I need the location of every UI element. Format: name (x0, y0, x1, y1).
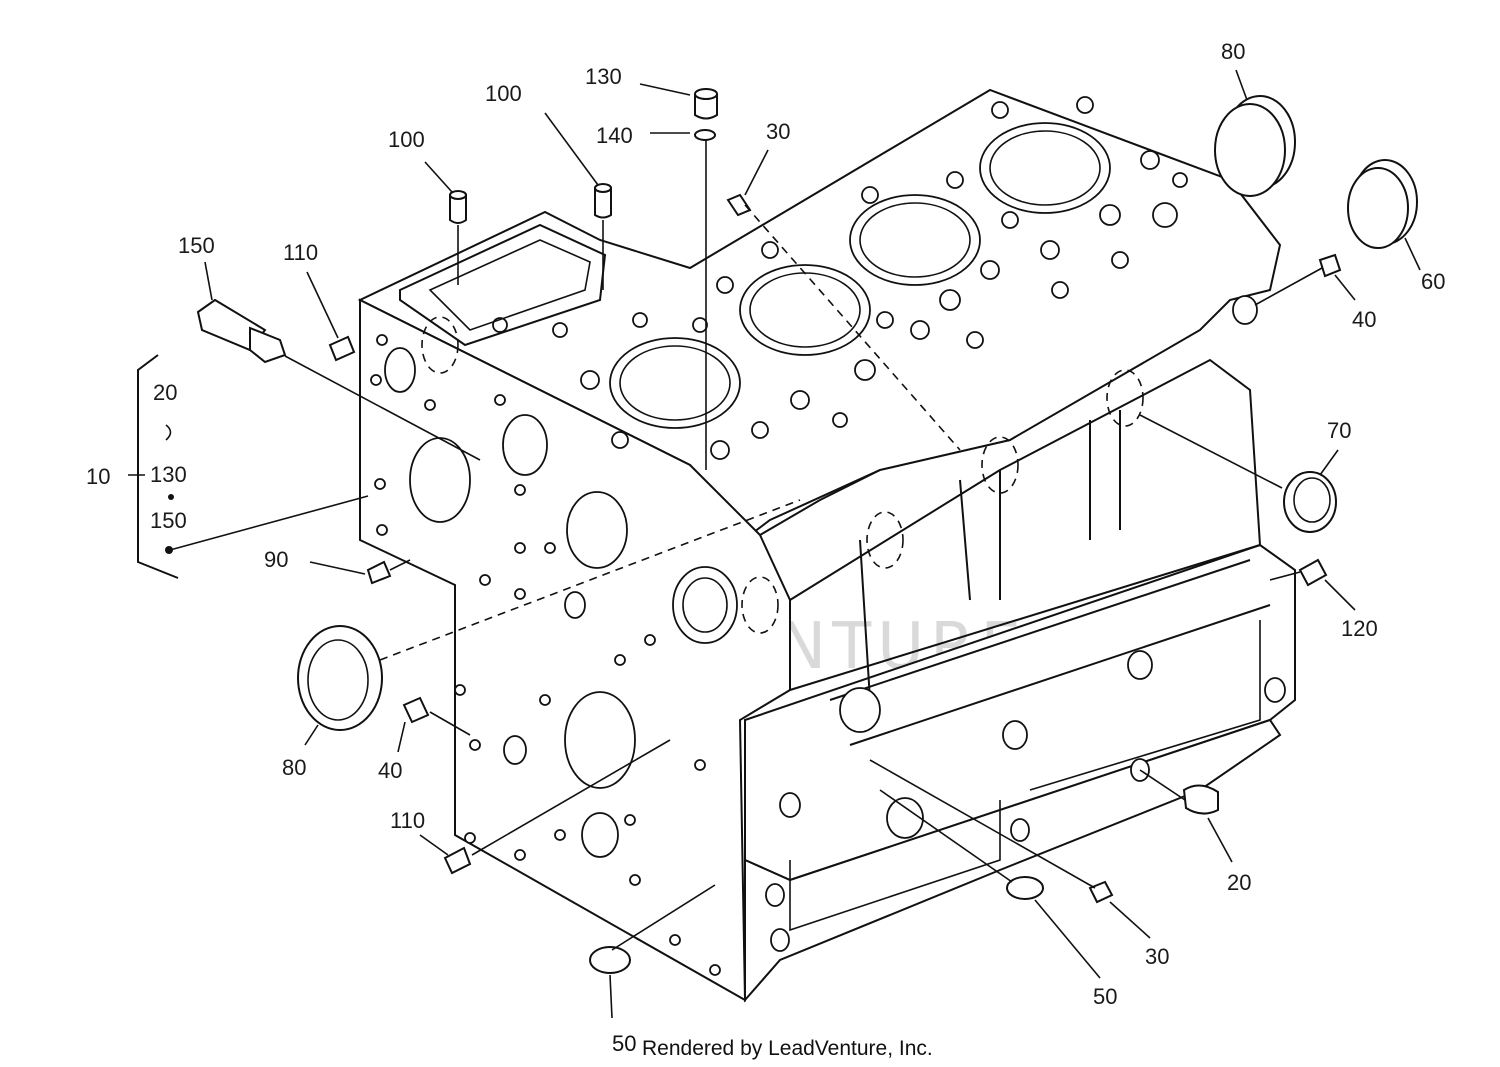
callout-140: 140 (596, 123, 633, 148)
footer-credit: Rendered by LeadVenture, Inc. (642, 1037, 933, 1060)
kit-bullet (168, 494, 174, 500)
kit-bullet (165, 546, 173, 554)
cylinder-block (357, 88, 1296, 1003)
footer-part-number: 50 (612, 1031, 636, 1056)
callout-150: 150 (178, 233, 215, 258)
callout-labels: 130 100 100 140 30 80 150 110 60 40 70 9… (86, 39, 1445, 1009)
callout-20: 20 (1227, 870, 1251, 895)
callout-leaders (128, 69, 1421, 1019)
kit-item-150: 150 (150, 508, 187, 533)
kit-item-20: 20 (153, 380, 177, 405)
callout-100: 100 (388, 127, 425, 152)
callout-80: 80 (282, 755, 306, 780)
callout-110: 110 (390, 808, 425, 833)
callout-90: 90 (264, 547, 288, 572)
callout-70: 70 (1327, 418, 1351, 443)
callout-80: 80 (1221, 39, 1245, 64)
callout-50: 50 (1093, 984, 1117, 1009)
callout-40: 40 (378, 758, 402, 783)
callout-30: 30 (1145, 944, 1169, 969)
callout-120: 120 (1341, 616, 1378, 641)
kit-item-130: 130 (150, 462, 187, 487)
loose-parts (196, 88, 1418, 974)
callout-130: 130 (585, 64, 622, 89)
callout-100: 100 (485, 81, 522, 106)
callout-30: 30 (766, 119, 790, 144)
callout-40: 40 (1352, 307, 1376, 332)
callout-110: 110 (283, 240, 318, 265)
callout-60: 60 (1421, 269, 1445, 294)
footer: 50 Rendered by LeadVenture, Inc. (612, 1031, 933, 1060)
kit-label-10: 10 (86, 464, 110, 489)
